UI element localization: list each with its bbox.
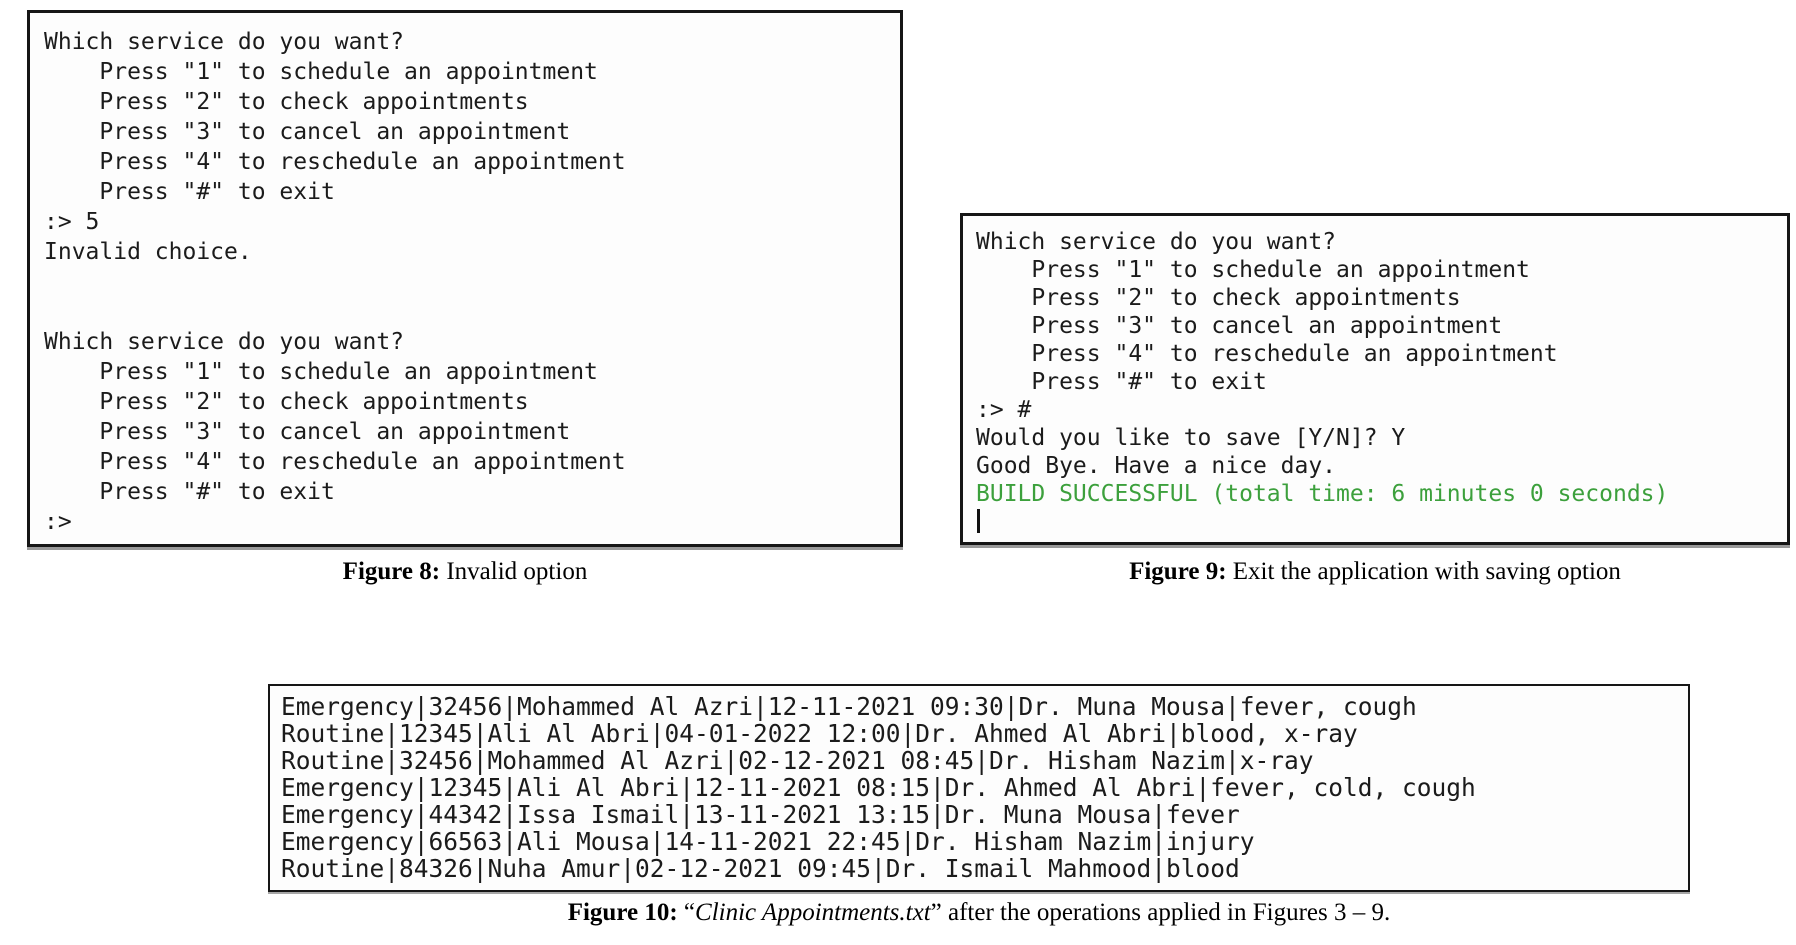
terminal-line: Press "4" to reschedule an appointment [44,449,626,475]
terminal-line: Which service do you want? [976,229,1337,255]
figure10-file-contents-box: Emergency|32456|Mohammed Al Azri|12-11-2… [268,684,1690,892]
terminal-blank-line [44,267,892,297]
figure9-caption-text: Exit the application with saving option [1226,558,1621,585]
terminal-line: Press "#" to exit [44,479,335,505]
terminal-line: Press "1" to schedule an appointment [44,359,598,385]
terminal-line: Press "2" to check appointments [44,389,529,415]
figure10-caption-rest: ” after the operations applied in Figure… [930,899,1391,926]
cursor-line [976,508,1779,536]
terminal-line: Press "#" to exit [976,369,1267,395]
terminal-line: Which service do you want? [44,29,405,55]
text-cursor [977,509,980,533]
terminal-prompt-line: :> # [976,397,1032,423]
figure10-caption-filename: Clinic Appointments.txt [695,899,931,926]
build-successful-line: BUILD SUCCESSFUL (total time: 6 minutes … [976,481,1669,507]
terminal-line: Invalid choice. [44,239,252,265]
terminal-line: Which service do you want? [44,329,405,355]
figure8-terminal-window: Which service do you want? Press "1" to … [27,10,903,547]
figure9-terminal-window: Which service do you want? Press "1" to … [960,213,1790,545]
terminal-line: Press "1" to schedule an appointment [976,257,1530,283]
figure9-caption: Figure 9: Exit the application with savi… [960,556,1790,588]
terminal-line: Press "4" to reschedule an appointment [976,341,1558,367]
terminal-line: Press "2" to check appointments [44,89,529,115]
figure9-caption-label: Figure 9: [1129,558,1227,585]
terminal-line: Press "1" to schedule an appointment [44,59,598,85]
file-record-line: Emergency|32456|Mohammed Al Azri|12-11-2… [281,692,1417,721]
terminal-line: Good Bye. Have a nice day. [976,453,1337,479]
terminal-line: Press "2" to check appointments [976,285,1461,311]
figure8-caption-text: Invalid option [440,558,588,585]
terminal-line: Press "4" to reschedule an appointment [44,149,626,175]
figure8-caption: Figure 8: Invalid option [27,556,903,588]
figure10-caption-open-quote: “ [677,899,696,926]
file-record-line: Emergency|66563|Ali Mousa|14-11-2021 22:… [281,827,1255,856]
file-record-line: Routine|32456|Mohammed Al Azri|02-12-202… [281,746,1314,775]
terminal-line: Press "3" to cancel an appointment [976,313,1503,339]
terminal-prompt-line: :> [44,509,72,535]
figure8-caption-label: Figure 8: [342,558,441,585]
terminal-line: Press "#" to exit [44,179,335,205]
terminal-line: Press "3" to cancel an appointment [44,419,571,445]
file-record-line: Emergency|44342|Issa Ismail|13-11-2021 1… [281,800,1240,829]
file-record-line: Emergency|12345|Ali Al Abri|12-11-2021 0… [281,773,1476,802]
terminal-line: Would you like to save [Y/N]? Y [976,425,1406,451]
terminal-line: Press "3" to cancel an appointment [44,119,571,145]
terminal-blank-line [44,297,892,327]
file-record-line: Routine|84326|Nuha Amur|02-12-2021 09:45… [281,854,1240,883]
terminal-prompt-line: :> 5 [44,209,100,235]
figure10-caption-label: Figure 10: [567,899,678,926]
file-record-line: Routine|12345|Ali Al Abri|04-01-2022 12:… [281,719,1358,748]
figure10-caption: Figure 10: “Clinic Appointments.txt” aft… [268,897,1690,929]
